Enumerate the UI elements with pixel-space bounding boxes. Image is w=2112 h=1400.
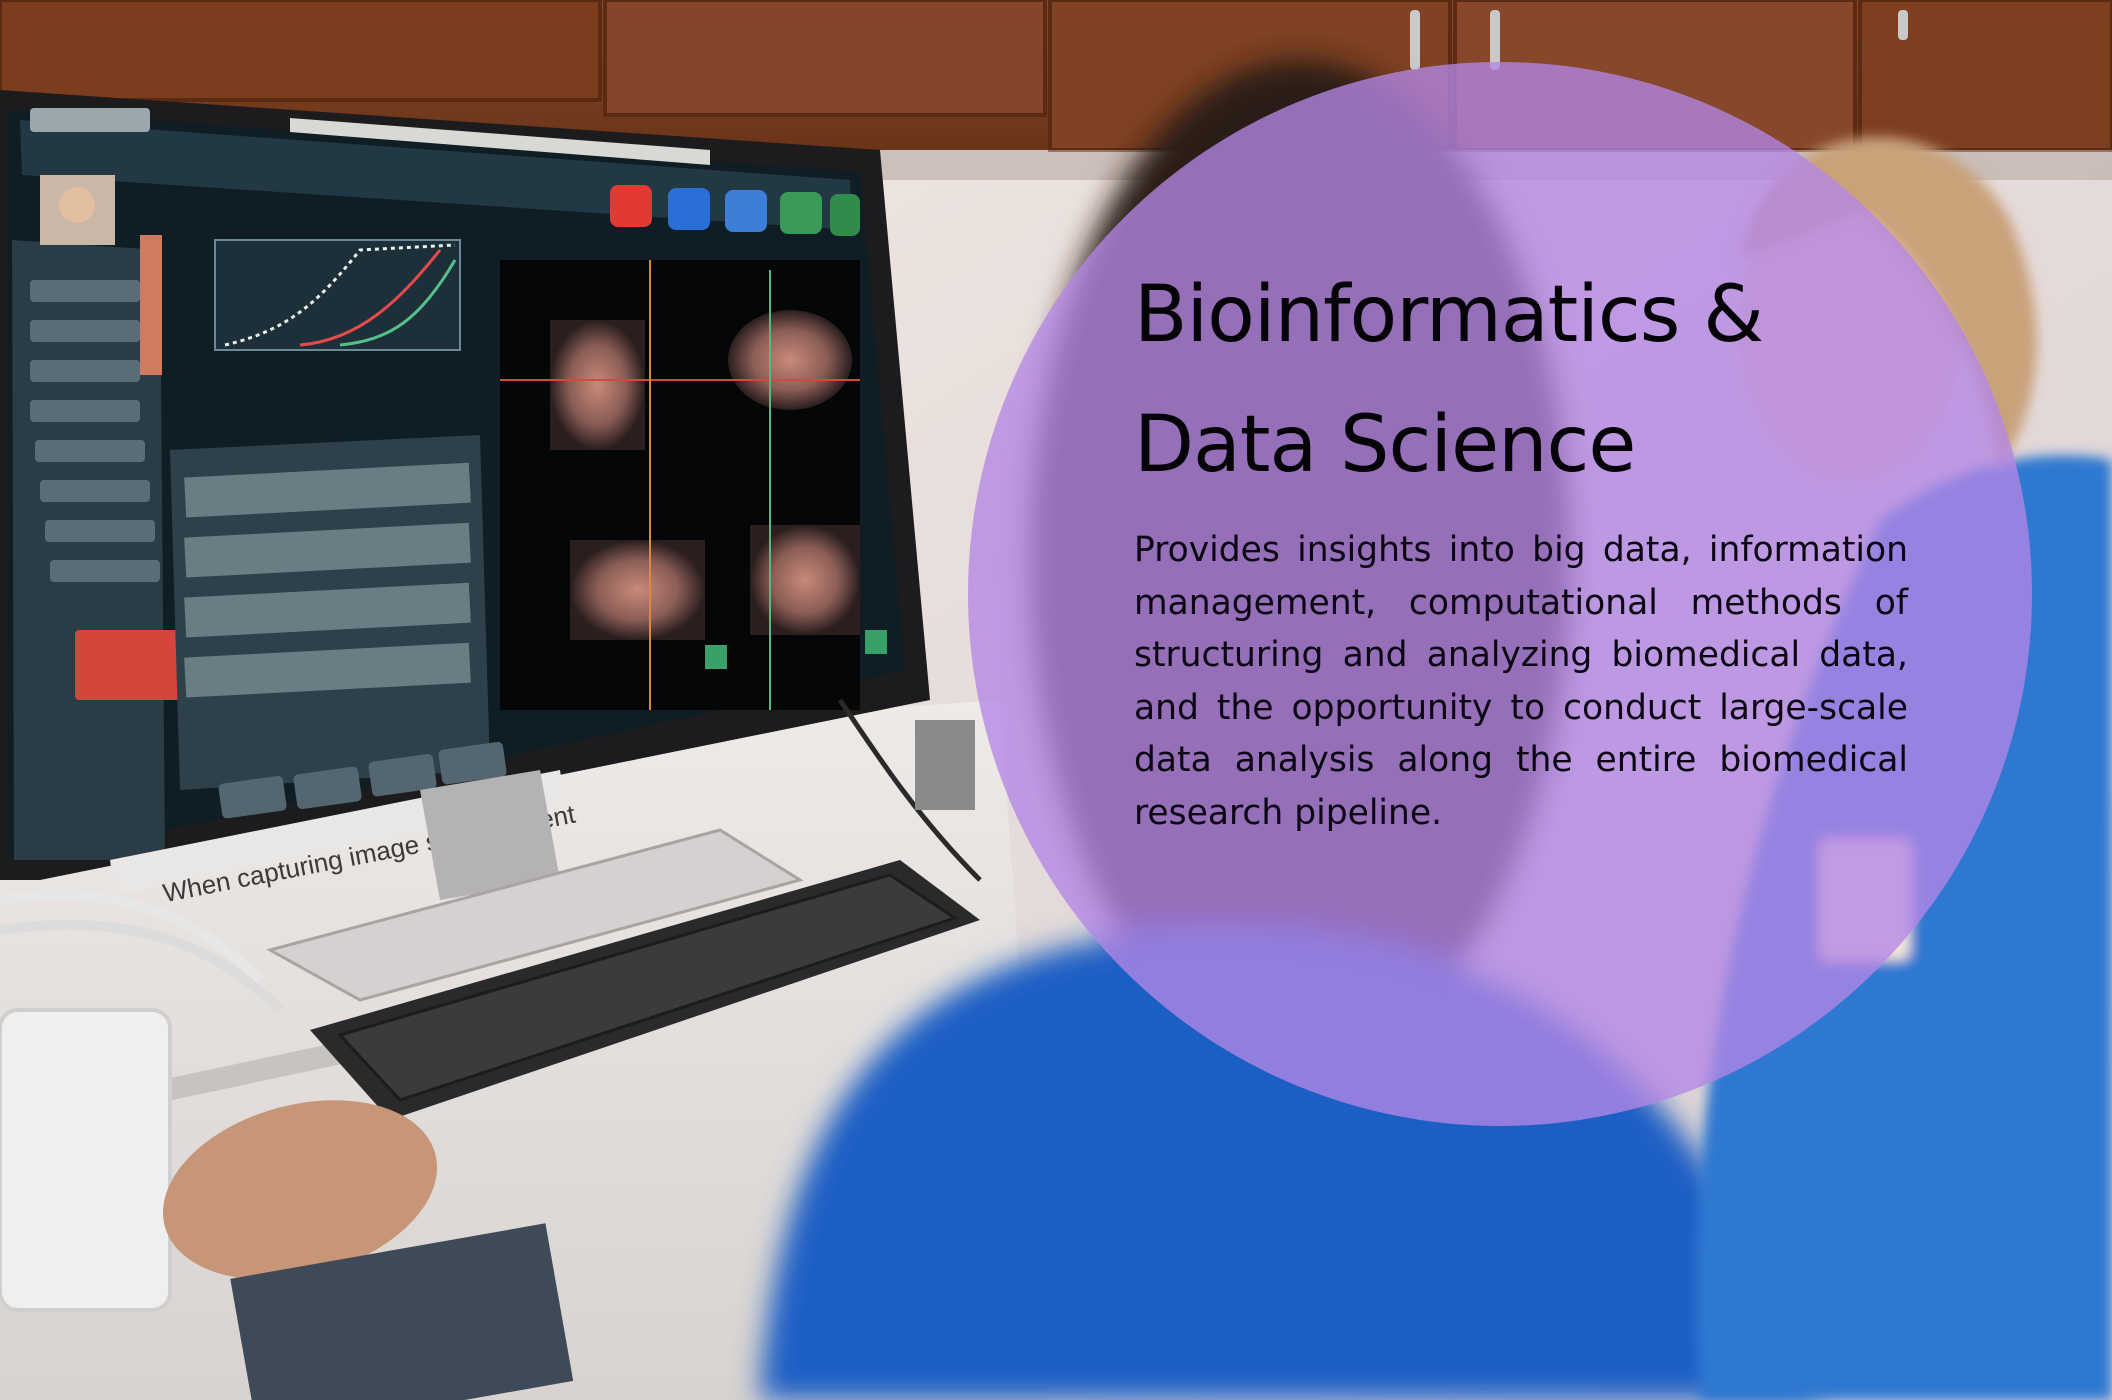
toolbar-button	[668, 188, 710, 230]
cable	[837, 698, 982, 882]
control-button	[30, 400, 140, 422]
patient-thumbnail-face	[59, 187, 95, 223]
toolbar-button	[780, 192, 822, 234]
screen-button	[218, 775, 287, 819]
toolbar-button	[725, 190, 767, 232]
mri-scan-coronal	[570, 540, 705, 640]
sleeve	[230, 1223, 574, 1400]
viewport-label	[865, 630, 887, 654]
control-button	[50, 560, 160, 582]
curve-line	[299, 249, 442, 347]
cabinet-door	[0, 0, 602, 102]
cabinet-handle	[1490, 10, 1500, 70]
cabinet-door	[603, 0, 1047, 117]
info-row	[184, 462, 471, 518]
toolbar-button	[610, 185, 652, 227]
monitor-base	[266, 828, 804, 1002]
control-button	[30, 280, 140, 302]
hand	[162, 1100, 438, 1280]
info-row	[184, 582, 471, 638]
control-button	[30, 360, 140, 382]
cabinet-door	[1858, 0, 2112, 152]
info-row	[184, 642, 471, 698]
text-panel-circle	[968, 62, 2032, 1126]
mri-scan-axial	[728, 310, 852, 410]
computer-monitor	[0, 90, 930, 880]
panel-title-line-2: Data Science	[1134, 400, 1636, 490]
screen-button	[438, 741, 507, 785]
cable-bundle	[0, 919, 284, 1014]
color-scale	[140, 235, 162, 375]
cabinet-handle	[1898, 10, 1908, 40]
panel-description: Provides insights into big data, informa…	[1134, 530, 1908, 833]
alert-button	[75, 630, 195, 700]
viewport-label	[705, 645, 727, 669]
control-button	[40, 480, 150, 502]
keyboard	[310, 860, 980, 1120]
screen-button	[368, 753, 437, 797]
control-button	[30, 320, 140, 342]
control-button	[35, 440, 145, 462]
mri-scan-coronal	[750, 525, 860, 635]
control-panel	[12, 240, 165, 860]
curve-chart	[214, 239, 461, 351]
panel-title-line-1: Bioinformatics &	[1134, 270, 1764, 360]
panel-title: Bioinformatics & Data Science	[1134, 250, 1908, 510]
toolbar-tab	[30, 108, 150, 132]
info-row	[184, 522, 471, 578]
curve-line	[339, 259, 457, 347]
cable-bundle	[0, 889, 264, 984]
monitor-stand	[420, 770, 560, 900]
equipment-box	[915, 720, 975, 810]
text-panel: Bioinformatics & Data Science Provides i…	[1134, 250, 1908, 839]
cabinet-handle	[1410, 10, 1420, 70]
screen-button	[293, 766, 362, 810]
mri-scan-coronal	[550, 320, 645, 450]
control-button	[45, 520, 155, 542]
keyboard-keys	[337, 873, 959, 1102]
toolbar-button	[830, 194, 860, 236]
screen-header-strip	[290, 118, 710, 165]
curve-line	[224, 243, 456, 347]
desk-phone	[0, 1008, 172, 1312]
